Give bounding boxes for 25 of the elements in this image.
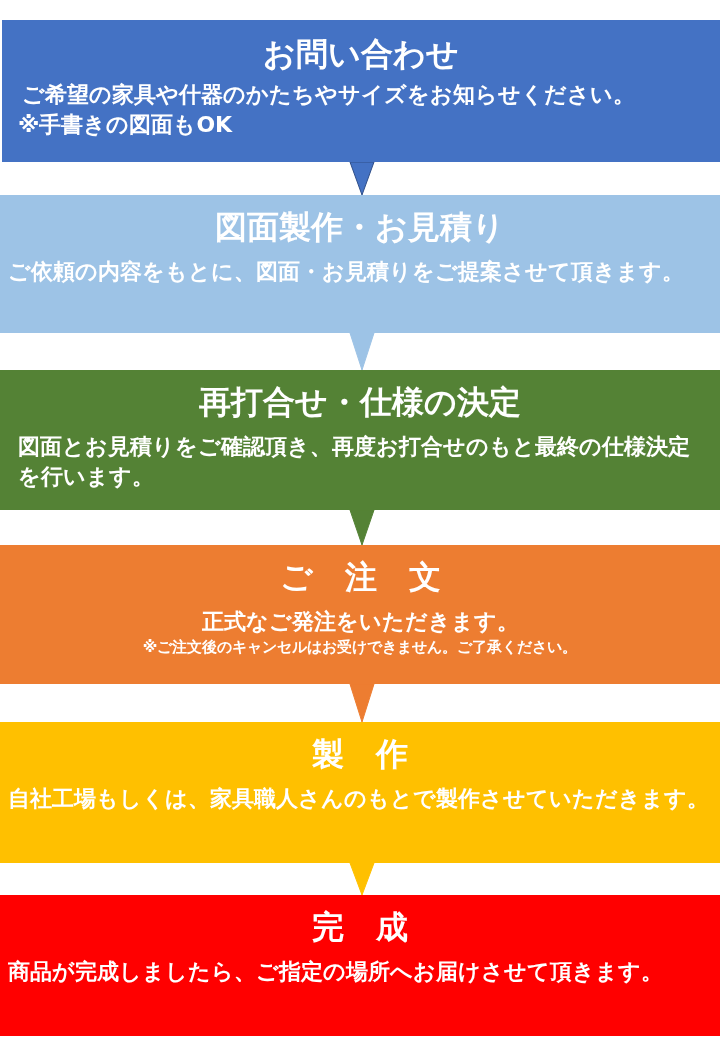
step-note: ※手書きの図面もOK xyxy=(17,111,234,139)
step-box xyxy=(0,545,720,684)
step-title: ご 注 文 xyxy=(279,557,441,597)
step-description: ご依頼の内容をもとに、図面・お見積りをご提案させて頂きます。 xyxy=(8,258,685,286)
step-note: ※ご注文後のキャンセルはお受けできません。ご了承ください。 xyxy=(142,637,578,657)
step-box xyxy=(0,722,720,863)
step-description: 正式なご発注をいただきます。 xyxy=(200,608,520,636)
step-description: 自社工場もしくは、家具職人さんのもとで製作させていただきます。 xyxy=(8,785,710,813)
step-title: 図面製作・お見積り xyxy=(215,207,505,247)
step-description: ご希望の家具や什器のかたちやサイズをお知らせください。 xyxy=(21,81,636,109)
step-box xyxy=(2,20,720,162)
arrow xyxy=(349,161,375,196)
step-description: 図面とお見積りをご確認頂き、再度お打合せのもと最終の仕様決定を行います。 xyxy=(17,433,691,491)
step-box xyxy=(0,370,720,510)
step-title: 完 成 xyxy=(312,907,408,947)
step-box xyxy=(0,895,720,1036)
step-box xyxy=(0,195,720,333)
step-title: お問い合わせ xyxy=(263,34,459,74)
arrow xyxy=(349,509,375,546)
step-title: 再打合せ・仕様の決定 xyxy=(199,382,521,422)
step-title: 製 作 xyxy=(312,734,408,774)
step-description: 商品が完成しましたら、ご指定の場所へお届けさせて頂きます。 xyxy=(8,958,664,986)
arrow xyxy=(349,332,375,371)
arrow xyxy=(349,683,375,723)
arrow xyxy=(349,862,375,896)
